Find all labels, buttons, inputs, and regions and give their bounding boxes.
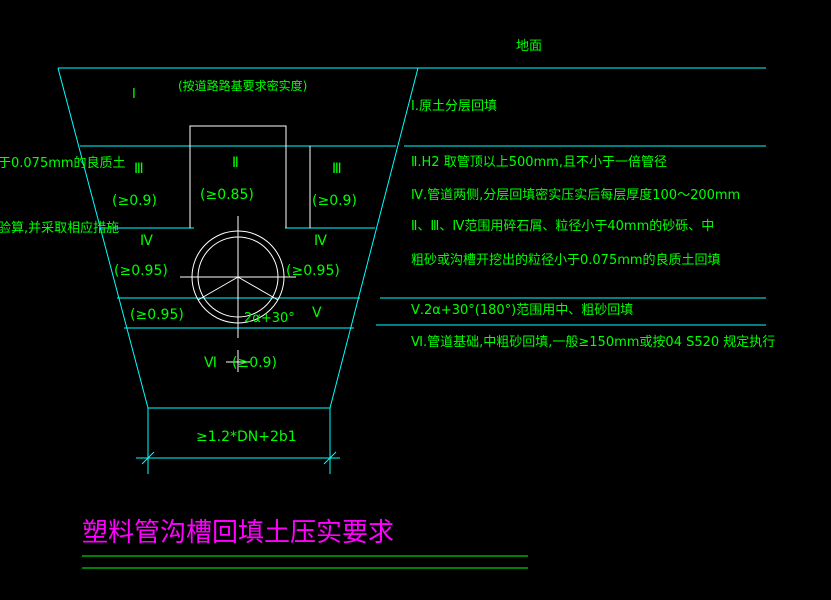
zone-iii-right-label: Ⅲ — [332, 161, 342, 177]
width-dimension: ≥1.2*DN+2b1 — [196, 429, 297, 445]
note-7: Ⅵ.管道基础,中粗砂回填,一般≥150mm或按04 S520 规定执行 — [411, 335, 776, 350]
zone-iii-left-label: Ⅲ — [134, 161, 144, 177]
left-cut-text-2: 验算,并采取相应措施 — [0, 221, 120, 236]
trench-left-wall — [57, 67, 149, 409]
trench-right-wall — [329, 67, 419, 409]
note-1: Ⅰ.原土分层回填 — [411, 99, 497, 114]
zone-ii-label: Ⅱ — [232, 155, 239, 171]
note-4: Ⅱ、Ⅲ、Ⅳ范围用碎石屑、粒径小于40mm的砂砾、中 — [411, 219, 715, 234]
zone-i-label: Ⅰ — [132, 87, 136, 102]
zone-iv-left-value: (≥0.95) — [114, 263, 168, 279]
note-3: Ⅳ.管道两侧,分层回填密实压实后每层厚度100～200mm — [411, 188, 741, 203]
zone-i-note: (按道路路基要求密实度) — [178, 79, 308, 93]
ground-label: 地面 — [516, 39, 543, 54]
note-6: Ⅴ.2α+30°(180°)范围用中、粗砂回填 — [411, 303, 634, 318]
drawing-title: 塑料管沟槽回填土压实要求 — [82, 518, 395, 548]
zone-ii-value: (≥0.85) — [200, 187, 254, 203]
zone-v-value: (≥0.95) — [130, 307, 184, 323]
zone-vi-value: (≥0.9) — [232, 355, 277, 371]
zone-vi-label: Ⅵ — [204, 355, 217, 371]
note-5: 粗砂或沟槽开挖出的粒径小于0.075mm的良质土回填 — [411, 253, 721, 268]
zone-iv-right-value: (≥0.95) — [286, 263, 340, 279]
zone-iii-right-value: (≥0.9) — [312, 193, 357, 209]
zone-iv-left-label: Ⅳ — [140, 233, 153, 249]
angle-ray — [237, 276, 279, 301]
angle-ray — [197, 276, 239, 301]
zone-iii-left-value: (≥0.9) — [112, 193, 157, 209]
zone-iv-right-label: Ⅳ — [314, 233, 327, 249]
dim-tick — [323, 451, 337, 465]
angle-label: 2α+30° — [244, 311, 295, 326]
zone-ii-box — [189, 125, 287, 228]
dim-tick — [141, 451, 155, 465]
left-cut-text-1: 于0.075mm的良质土 — [0, 156, 126, 171]
zone-v-label: Ⅴ — [312, 305, 322, 321]
note-2: Ⅱ.H2 取管顶以上500mm,且不小于一倍管径 — [411, 155, 667, 170]
